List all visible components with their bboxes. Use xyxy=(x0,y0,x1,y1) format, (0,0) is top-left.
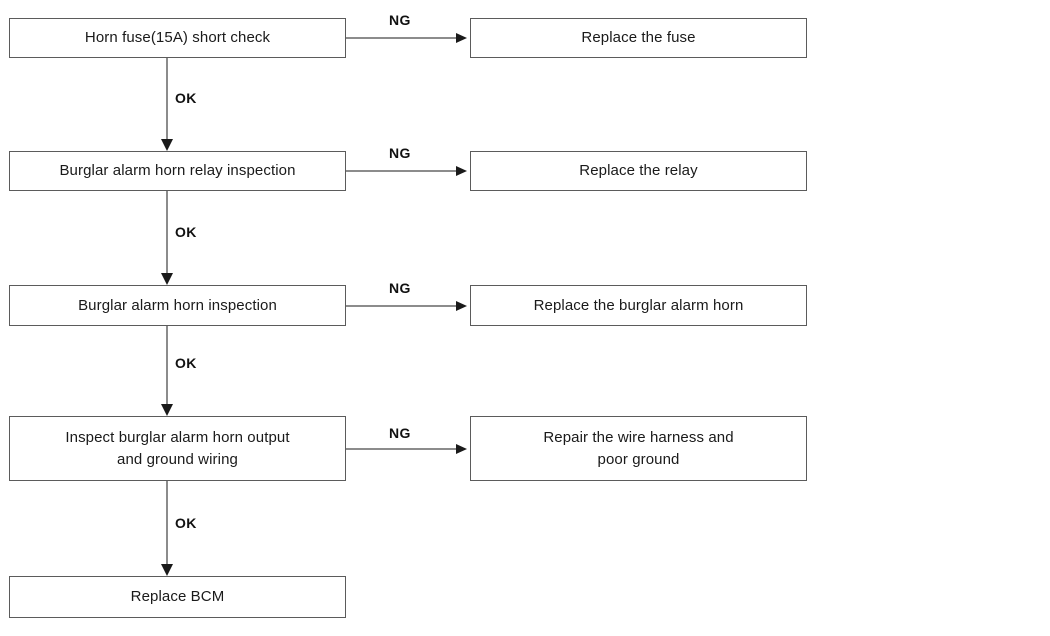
connector-ok-step2 xyxy=(155,191,178,285)
node-label: Replace the fuse xyxy=(581,29,696,47)
process-node-inspect-horn-output-and-ground-wiring[interactable]: Inspect burglar alarm horn output and gr… xyxy=(9,416,346,481)
edge-label-ok-step1: OK xyxy=(175,90,197,106)
connector-ng-step3 xyxy=(346,285,470,326)
arrowhead-icon xyxy=(456,33,467,43)
node-label: Burglar alarm horn relay inspection xyxy=(59,162,296,180)
connector-line xyxy=(346,448,456,449)
node-label: Burglar alarm horn inspection xyxy=(78,296,277,314)
edge-label-ng-step1: NG xyxy=(389,12,411,28)
edge-label-ng-step3: NG xyxy=(389,280,411,296)
outcome-node-replace-bcm[interactable]: Replace BCM xyxy=(9,576,346,618)
arrowhead-icon xyxy=(456,300,467,311)
node-label: Replace the relay xyxy=(579,162,698,180)
connector-ok-step3 xyxy=(155,326,178,416)
process-node-horn-fuse-short-check[interactable]: Horn fuse(15A) short check xyxy=(9,18,346,58)
process-node-burglar-alarm-horn-inspection[interactable]: Burglar alarm horn inspection xyxy=(9,285,346,326)
connector-line xyxy=(346,170,456,172)
node-label: Replace BCM xyxy=(130,588,225,606)
connector-ng-step4 xyxy=(346,416,470,481)
connector-line xyxy=(166,58,167,140)
outcome-node-repair-wire-harness-and-poor-ground[interactable]: Repair the wire harness and poor ground xyxy=(470,416,807,481)
process-node-burglar-alarm-horn-relay-inspection[interactable]: Burglar alarm horn relay inspection xyxy=(9,151,346,191)
edge-label-ng-step4: NG xyxy=(389,425,411,441)
connector-ng-step2 xyxy=(346,151,470,191)
arrowhead-icon xyxy=(456,443,467,454)
connector-ok-step1 xyxy=(155,58,178,151)
outcome-node-replace-the-relay[interactable]: Replace the relay xyxy=(470,151,807,191)
node-label: Inspect burglar alarm horn output and gr… xyxy=(65,429,290,468)
connector-ng-step1 xyxy=(346,18,470,58)
node-label: Horn fuse(15A) short check xyxy=(84,29,271,47)
connector-line xyxy=(166,191,167,274)
arrowhead-icon xyxy=(160,404,173,416)
node-label: Replace the burglar alarm horn xyxy=(533,296,744,314)
connector-line xyxy=(346,37,456,39)
connector-line xyxy=(346,305,456,306)
arrowhead-icon xyxy=(456,166,467,176)
connector-ok-step4 xyxy=(155,481,178,576)
connector-line xyxy=(166,326,167,405)
edge-label-ok-step2: OK xyxy=(175,224,197,240)
arrowhead-icon xyxy=(160,273,173,285)
outcome-node-replace-the-burglar-alarm-horn[interactable]: Replace the burglar alarm horn xyxy=(470,285,807,326)
outcome-node-replace-the-fuse[interactable]: Replace the fuse xyxy=(470,18,807,58)
edge-label-ok-step3: OK xyxy=(175,355,197,371)
edge-label-ok-step4: OK xyxy=(175,515,197,531)
edge-label-ng-step2: NG xyxy=(389,145,411,161)
arrowhead-icon xyxy=(160,564,173,576)
arrowhead-icon xyxy=(160,139,173,151)
node-label: Repair the wire harness and poor ground xyxy=(543,429,734,468)
connector-line xyxy=(166,481,167,565)
